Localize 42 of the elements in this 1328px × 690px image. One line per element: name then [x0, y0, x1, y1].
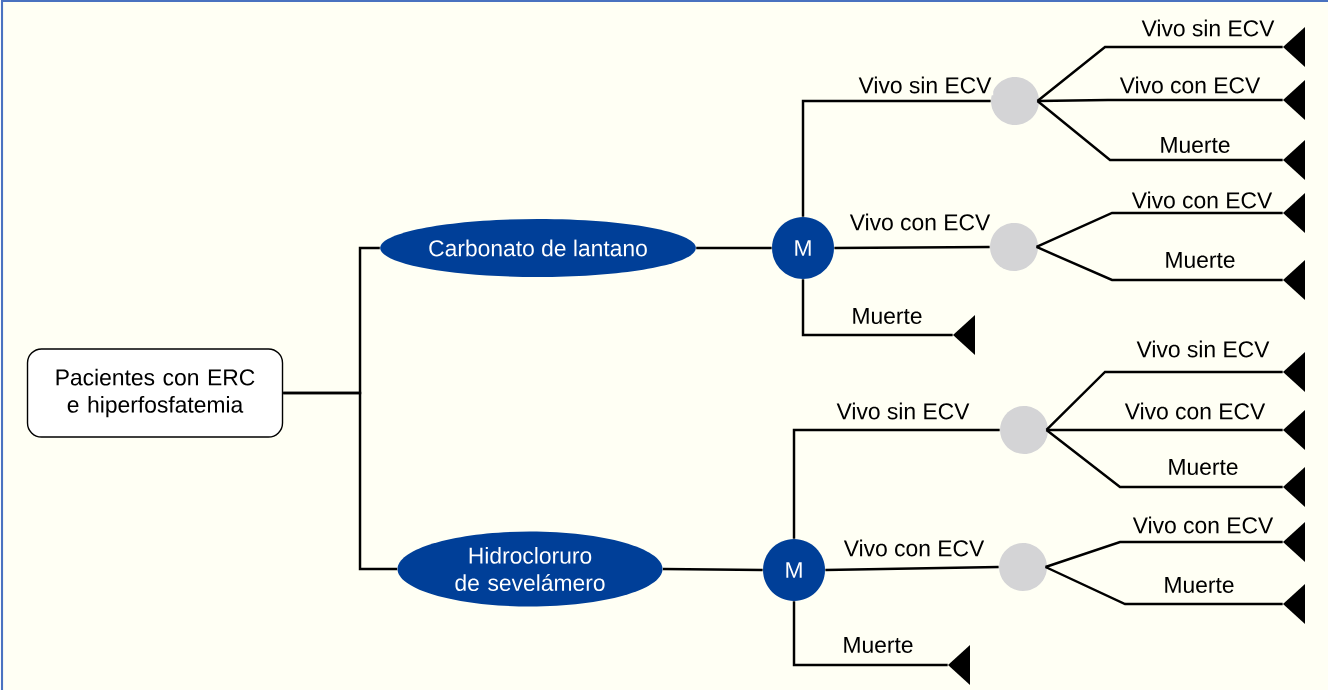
- chance-circle: [999, 543, 1047, 591]
- branch-line: [792, 601, 948, 667]
- terminal-triangle: [1283, 193, 1305, 233]
- branch-line: [662, 567, 763, 572]
- terminal-triangle: [1283, 522, 1305, 562]
- branch-line: [696, 246, 772, 250]
- terminal-triangle: [948, 645, 970, 685]
- branch-line: [801, 279, 953, 337]
- branch-line: [1045, 540, 1283, 569]
- branch-line: [1036, 211, 1283, 249]
- chance-circle: [1000, 406, 1048, 454]
- branch-line: [1037, 98, 1283, 103]
- terminal-triangle: [1283, 260, 1305, 300]
- chance-circle: [991, 77, 1039, 125]
- branch-line: [1036, 45, 1283, 102]
- branch-line: [792, 428, 1000, 539]
- terminal-triangle: [953, 315, 975, 355]
- terminal-triangle: [1283, 467, 1305, 507]
- edge-label: Muerte: [1157, 135, 1233, 155]
- edge-label: Muerte: [1165, 457, 1241, 477]
- edge-label: Muerte: [1161, 575, 1237, 595]
- branch-line: [283, 391, 398, 571]
- branch-line: [1036, 100, 1283, 162]
- edge-label: Muerte: [840, 635, 916, 655]
- branch-line: [1045, 370, 1283, 431]
- terminal-triangle: [1283, 410, 1305, 450]
- branch-line: [1045, 429, 1283, 489]
- terminal-triangle: [1283, 584, 1305, 624]
- chance-circle: [990, 223, 1038, 271]
- terminal-triangle: [1283, 80, 1305, 120]
- terminal-triangle: [1283, 140, 1305, 180]
- start-box: Pacientes con ERC e hiperfosfatemia: [26, 348, 284, 438]
- branch-line: [1036, 245, 1283, 282]
- terminal-triangle: [1283, 352, 1305, 392]
- branch-line: [801, 99, 991, 217]
- edge-label: Muerte: [1162, 250, 1238, 270]
- edge-label: Muerte: [849, 306, 925, 326]
- branch-line: [825, 565, 999, 572]
- terminal-triangle: [1283, 27, 1305, 67]
- branch-line: [1045, 565, 1283, 606]
- branch-line: [1046, 428, 1283, 432]
- branch-line: [834, 245, 990, 250]
